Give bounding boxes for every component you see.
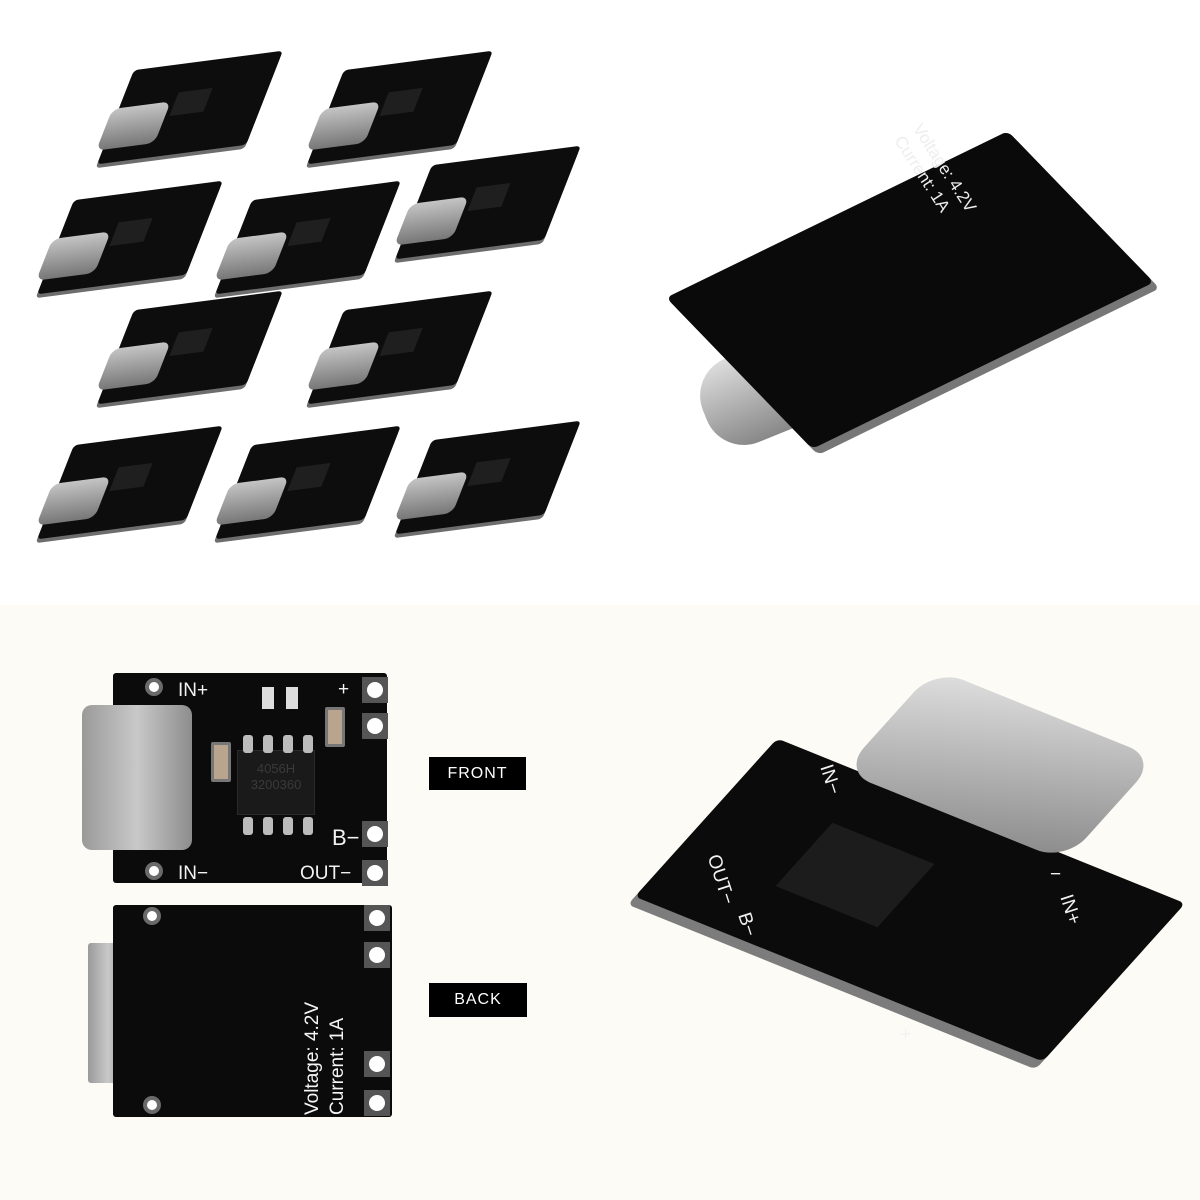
module-thumbnail (96, 50, 283, 180)
module-thumbnail (306, 290, 493, 420)
front-label: FRONT (429, 757, 526, 790)
b-minus-label: B− (332, 825, 360, 850)
plus-label: + (900, 1024, 912, 1045)
plus-label: + (338, 679, 350, 700)
module-thumbnail (214, 425, 401, 555)
usb-c-connector (82, 705, 192, 850)
module-thumbnail (394, 420, 581, 550)
back-label: BACK (429, 983, 527, 1017)
voltage-text: Voltage: 4.2V (302, 1001, 323, 1115)
pcb-back (113, 905, 392, 1117)
back-silkscreen: Voltage: 4.2V Current: 1A (300, 925, 350, 1115)
in-plus-label: IN+ (178, 680, 209, 701)
out-minus-label: OUT− (300, 863, 352, 884)
current-text: Current: 1A (327, 1017, 348, 1115)
module-thumbnail (36, 425, 223, 555)
module-thumbnail (394, 145, 581, 275)
minus-label: − (1050, 864, 1062, 885)
module-thumbnail (96, 290, 283, 420)
in-minus-label: IN− (178, 863, 209, 884)
